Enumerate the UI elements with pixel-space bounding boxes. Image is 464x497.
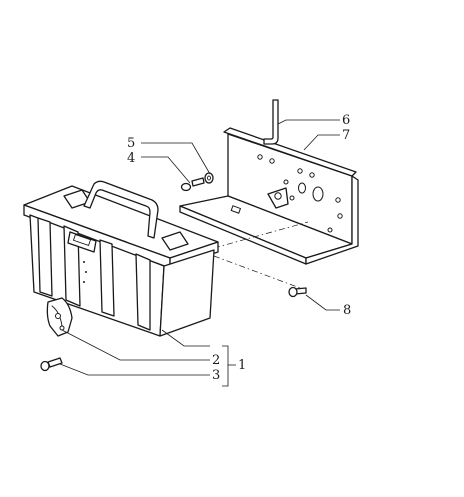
leader-lines bbox=[59, 119, 340, 387]
callout-8: 8 bbox=[343, 303, 351, 318]
callout-2: 2 bbox=[212, 353, 220, 368]
rivet bbox=[40, 357, 63, 372]
bolt-lower bbox=[288, 286, 307, 298]
callout-3: 3 bbox=[212, 368, 220, 383]
tool-box bbox=[23, 180, 219, 337]
mounting-bracket bbox=[179, 127, 359, 265]
callout-5: 5 bbox=[127, 136, 135, 151]
callout-7: 7 bbox=[342, 128, 350, 143]
callout-4: 4 bbox=[127, 151, 135, 166]
callout-numbers: 5 4 6 7 8 2 3 1 bbox=[127, 113, 351, 383]
l-pin bbox=[263, 99, 279, 145]
bolt-with-washer bbox=[180, 172, 214, 192]
clip bbox=[46, 297, 73, 337]
callout-1: 1 bbox=[238, 358, 246, 373]
alignment-lines bbox=[213, 221, 309, 289]
callout-6: 6 bbox=[342, 113, 350, 128]
